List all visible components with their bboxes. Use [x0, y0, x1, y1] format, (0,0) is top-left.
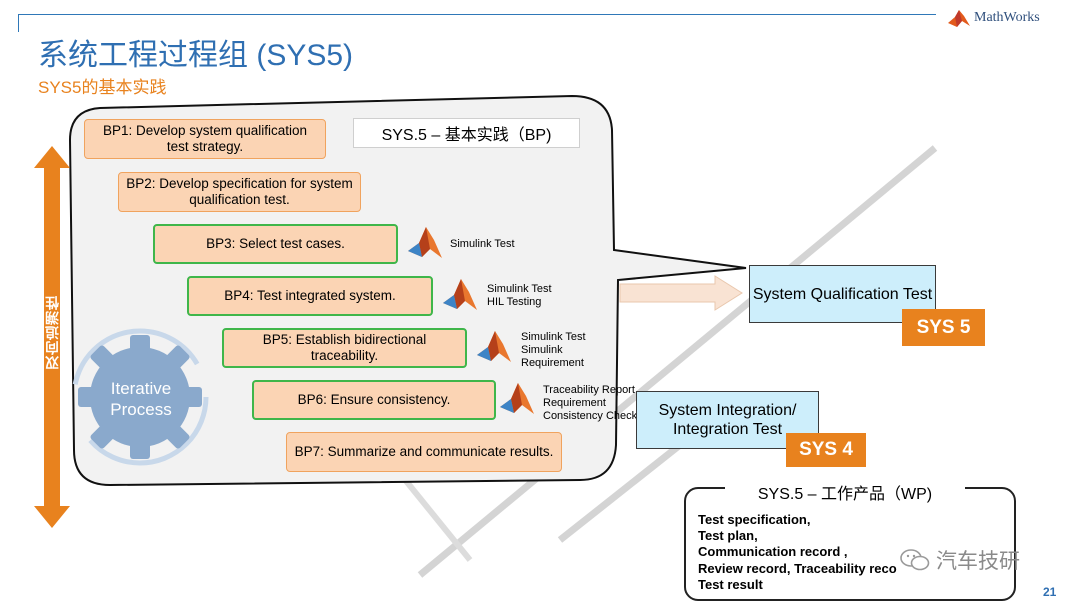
bp3-box: BP3: Select test cases.	[153, 224, 398, 264]
tool-line: Simulink Test	[487, 283, 552, 295]
sys5-tag: SYS 5	[902, 309, 985, 346]
matlab-icon	[443, 279, 477, 310]
watermark: 汽车技研	[900, 545, 1020, 575]
mathworks-logo: MathWorks	[948, 6, 1068, 30]
watermark-text: 汽车技研	[936, 550, 1020, 573]
sys4-box: System Integration/ Integration Test	[636, 391, 819, 449]
tool-line: Traceability Report	[543, 384, 635, 396]
page-number: 21	[1043, 585, 1057, 599]
work-products-title: SYS.5 – 工作产品（WP)	[725, 480, 965, 504]
bidirectional-traceability-label: 双向追溯性	[44, 295, 60, 370]
header-rule	[18, 14, 936, 15]
page-title: 系统工程过程组 (SYS5)	[38, 39, 354, 72]
bp5-box: BP5: Establish bidirectional traceabilit…	[222, 328, 467, 368]
list-item: Test specification,	[698, 512, 811, 527]
bp4-tool-label: Simulink Test HIL Testing	[487, 283, 552, 309]
bp4-box: BP4: Test integrated system.	[187, 276, 433, 316]
bp6-tool-label: Traceability Report Requirement Consiste…	[543, 384, 637, 423]
bp-panel-header: SYS.5 – 基本实践（BP)	[353, 118, 580, 148]
tool-line: Simulink Test	[521, 331, 586, 343]
tool-line: Simulink Test	[450, 238, 515, 250]
work-products-box	[684, 487, 1016, 601]
wechat-icon	[900, 549, 930, 571]
v-model-line-inner	[557, 442, 683, 543]
v-model-line-right	[417, 145, 938, 578]
bp7-box: BP7: Summarize and communicate results.	[286, 432, 562, 472]
tool-line: HIL Testing	[487, 296, 542, 308]
bp1-box: BP1: Develop system qualification test s…	[84, 119, 326, 159]
bp6-box: BP6: Ensure consistency.	[252, 380, 496, 420]
iterative-process-label: Iterative Process	[93, 378, 189, 420]
bp2-box: BP2: Develop specification for system qu…	[118, 172, 361, 212]
matlab-icon	[477, 331, 511, 362]
page-subtitle: SYS5的基本实践	[38, 78, 167, 97]
arrow-to-sys5	[619, 275, 743, 311]
tool-line: Requirement	[521, 357, 584, 369]
header-rule-tick	[18, 14, 19, 32]
gear-label-line1: Iterative	[110, 379, 172, 398]
tool-line: Simulink	[521, 344, 563, 356]
logo-text: MathWorks	[974, 10, 1040, 25]
tool-line: Consistency Check	[543, 410, 638, 422]
gear-shape	[71, 328, 209, 466]
bp3-tool-label: Simulink Test	[450, 238, 515, 251]
work-products-list: Test specification, Test plan, Communica…	[698, 512, 897, 593]
sys4-tag: SYS 4	[786, 433, 866, 467]
membrane-icon	[948, 10, 970, 27]
gear-label-line2: Process	[110, 400, 172, 419]
list-item: Test result	[698, 576, 763, 592]
tool-line: Requirement	[543, 397, 606, 409]
list-item: Review record, Traceability reco	[698, 560, 897, 576]
bp5-tool-label: Simulink Test Simulink Requirement	[521, 331, 586, 370]
list-item: Communication record ,	[698, 544, 848, 560]
matlab-icon	[408, 227, 442, 258]
bidirectional-arrow	[34, 146, 70, 528]
matlab-icon	[500, 383, 534, 414]
list-item: Test plan,	[698, 528, 758, 544]
